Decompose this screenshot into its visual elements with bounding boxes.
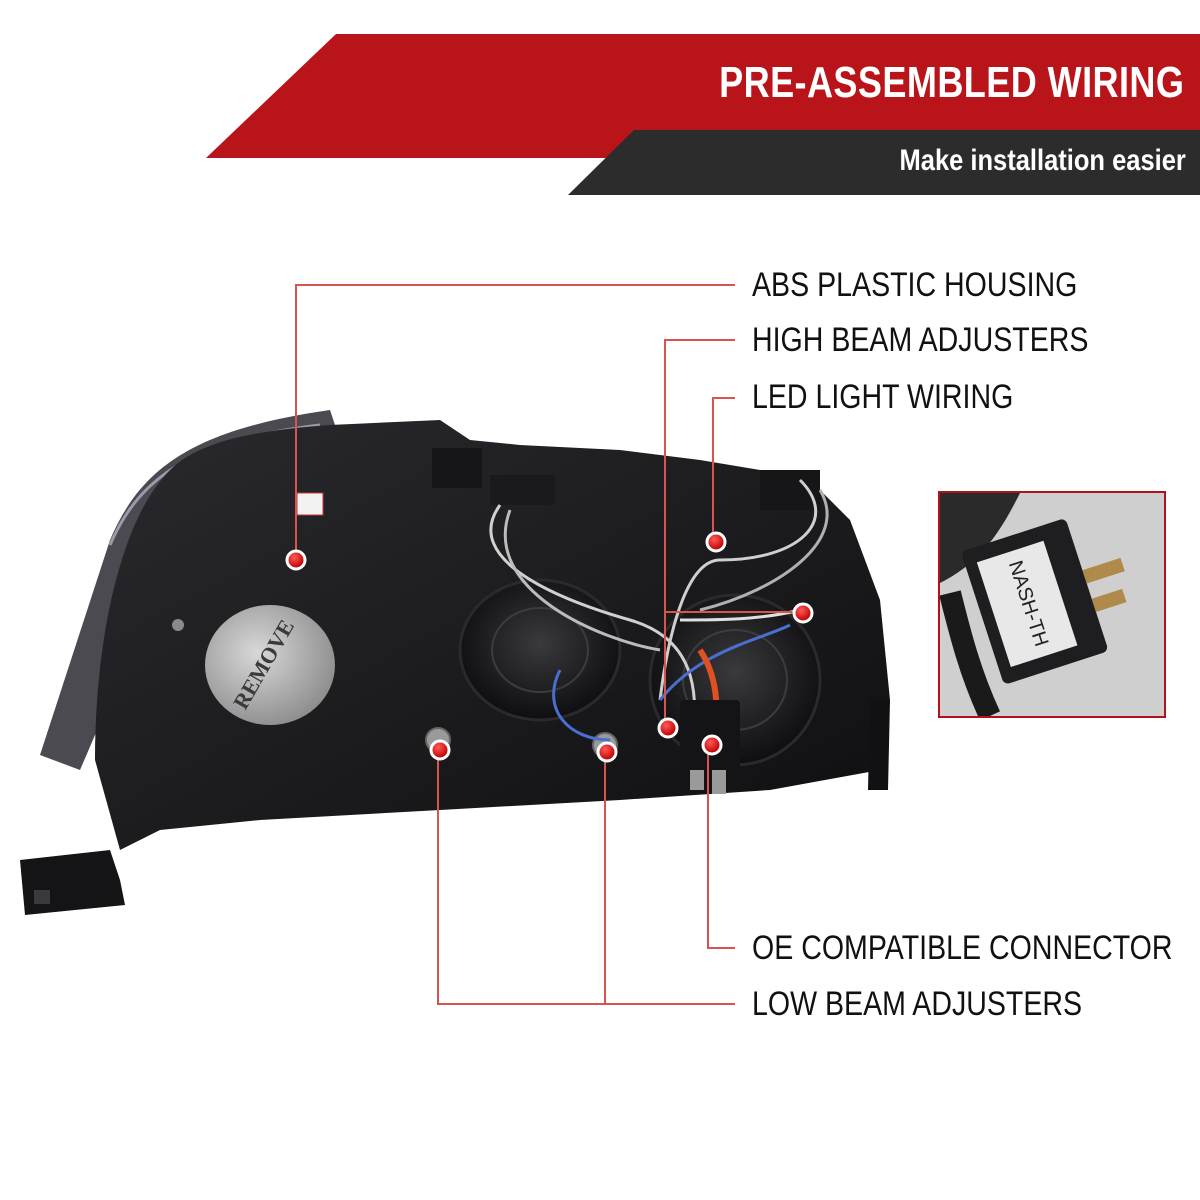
banner-title: PRE-ASSEMBLED WIRING bbox=[718, 58, 1184, 107]
low-beam-socket bbox=[458, 578, 622, 722]
connector-inset-image: NASH-TH bbox=[940, 493, 1164, 716]
dot-high-beam-right bbox=[792, 602, 814, 624]
leader-lines bbox=[295, 284, 805, 1005]
dot-housing bbox=[285, 549, 307, 571]
dot-high-beam-left bbox=[657, 717, 679, 739]
dot-oe-connector bbox=[701, 734, 723, 756]
callout-label-low-beam: LOW BEAM ADJUSTERS bbox=[752, 985, 1083, 1023]
leader-line-low-beam bbox=[437, 750, 735, 1005]
mount-hole bbox=[34, 890, 50, 904]
callout-label-oe-connector: OE COMPATIBLE CONNECTOR bbox=[752, 929, 1173, 967]
remove-cap: REMOVE bbox=[205, 605, 335, 725]
small-screw bbox=[172, 619, 184, 631]
qc-sticker bbox=[296, 492, 324, 516]
callout-label-high-beam: HIGH BEAM ADJUSTERS bbox=[752, 321, 1089, 359]
header-banner-dark bbox=[568, 130, 1200, 195]
leader-line-oe bbox=[707, 748, 735, 949]
leader-line-led bbox=[712, 397, 735, 540]
callout-label-housing: ABS PLASTIC HOUSING bbox=[752, 266, 1078, 304]
callout-dots bbox=[285, 531, 814, 763]
dot-led bbox=[705, 531, 727, 553]
dot-low-beam-left bbox=[429, 739, 451, 761]
callout-label-led: LED LIGHT WIRING bbox=[752, 378, 1014, 416]
leader-line-high-beam bbox=[664, 339, 735, 728]
connector-inset: NASH-TH bbox=[938, 491, 1166, 718]
dot-low-beam-center bbox=[596, 741, 618, 763]
leader-line-housing bbox=[295, 284, 735, 560]
banner-subtitle: Make installation easier bbox=[899, 144, 1186, 177]
